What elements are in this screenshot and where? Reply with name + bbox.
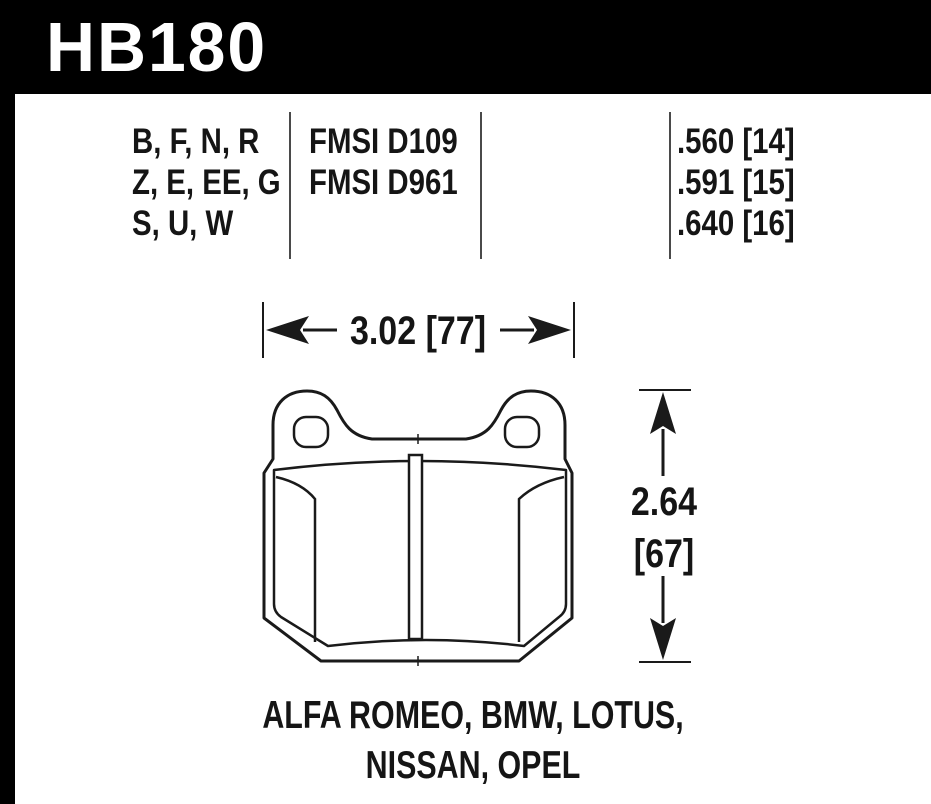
left-ear-hole <box>292 415 330 449</box>
height-dimension-label-mm: [67] <box>633 532 695 576</box>
width-dim-arrow-right <box>528 316 571 344</box>
table-rule-2 <box>480 112 482 259</box>
fmsi-column: FMSI D109 FMSI D961 <box>309 121 486 203</box>
applications-line-2: NISSAN, OPEL <box>365 744 581 787</box>
height-dim-arrow-down <box>650 618 676 660</box>
fmsi-row: FMSI D109 <box>309 122 458 161</box>
applications-line-1: ALFA ROMEO, BMW, LOTUS, <box>262 694 684 737</box>
compound-row: B, F, N, R <box>132 122 260 161</box>
height-dim-arrow-up <box>650 392 676 434</box>
thickness-row: .560 [14] <box>677 122 795 161</box>
table-rule-1 <box>289 112 291 259</box>
thickness-column: .560 [14] .591 [15] .640 [16] <box>677 121 817 244</box>
header-bar: HB180 <box>0 0 931 94</box>
left-edge-band <box>0 0 15 804</box>
right-ear-hole <box>503 415 541 449</box>
thickness-row: .640 [16] <box>677 204 795 243</box>
compound-row: Z, E, EE, G <box>132 163 281 202</box>
width-dimension-label: 3.02 [77] <box>349 309 487 353</box>
center-slot <box>407 453 424 641</box>
compound-column: B, F, N, R Z, E, EE, G S, U, W <box>132 121 309 244</box>
fmsi-row: FMSI D961 <box>309 163 458 202</box>
part-number: HB180 <box>46 8 268 86</box>
thickness-row: .591 [15] <box>677 163 795 202</box>
table-rule-3 <box>669 112 671 259</box>
left-chamfer-line <box>275 475 317 642</box>
height-dimension-label-in: 2.64 <box>630 480 698 524</box>
compound-row: S, U, W <box>132 204 234 243</box>
width-dim-arrow-left <box>266 316 309 344</box>
right-chamfer-line <box>517 475 565 642</box>
